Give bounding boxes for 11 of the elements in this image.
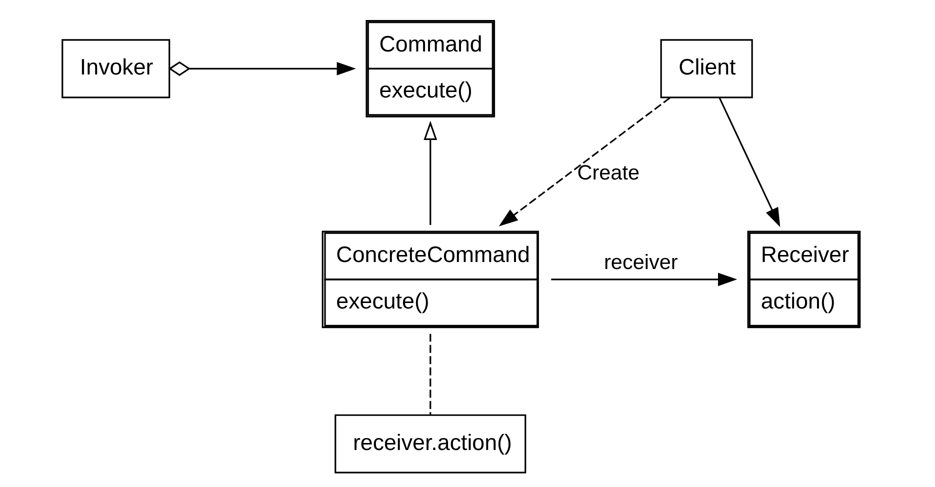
connector (430, 334, 432, 415)
arrow (168, 61, 356, 76)
edge-label: receiver (604, 250, 678, 274)
arrow (498, 97, 670, 226)
node-box: Invoker (62, 39, 170, 98)
arrow (551, 272, 738, 286)
node-box: receiver.action() (334, 414, 526, 474)
arrow (718, 98, 780, 228)
edge-label: Create (577, 161, 640, 184)
node-box: Client (660, 39, 753, 98)
arrow (424, 120, 438, 225)
